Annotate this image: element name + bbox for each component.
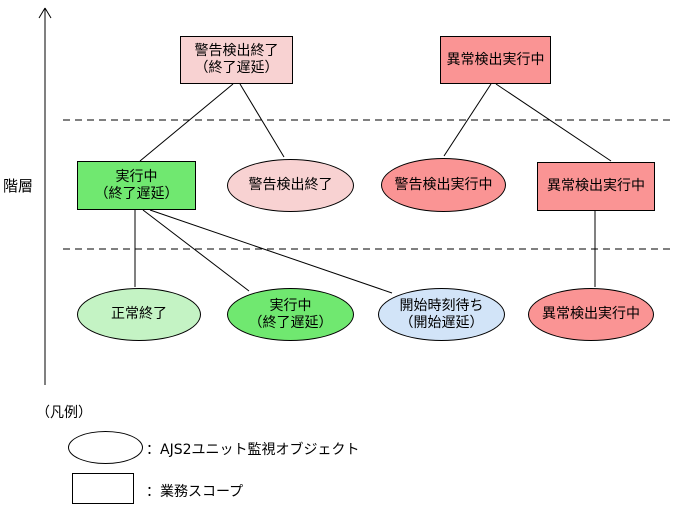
connector-warnendscope-runningscope bbox=[139, 83, 234, 162]
connector-abnormaltop-abnormalmid bbox=[495, 83, 612, 162]
node-label-line1: 異常検出実行中 bbox=[446, 51, 545, 68]
node-label-line1: 開始時刻待ち bbox=[399, 297, 484, 314]
legend-title: （凡例） bbox=[36, 405, 92, 421]
node-normal-end-unit: 正常終了 bbox=[77, 288, 201, 341]
node-label-line1: 警告検出終了 bbox=[248, 177, 333, 193]
connector-abnormaltop-warnrunningunit bbox=[443, 83, 492, 157]
node-running-scope: 実行中 （終了遅延） bbox=[77, 161, 196, 210]
node-abnormal-running-scope-mid: 異常検出実行中 bbox=[537, 162, 655, 211]
connector-runningscope-runningunit bbox=[142, 209, 250, 292]
legend-rect-label: ：業務スコープ bbox=[146, 484, 244, 500]
node-label-line1: 警告検出実行中 bbox=[394, 176, 493, 193]
node-label-line1: 異常検出実行中 bbox=[542, 306, 640, 322]
node-warning-end-unit: 警告検出終了 bbox=[227, 159, 354, 212]
legend-rect-symbol bbox=[72, 473, 134, 504]
node-label-line1: 実行中 bbox=[269, 297, 312, 314]
node-label-line2: （終了遅延） bbox=[248, 314, 333, 331]
node-abnormal-running-unit: 異常検出実行中 bbox=[528, 288, 654, 341]
node-label-line2: （開始遅延） bbox=[399, 314, 484, 331]
legend-ellipse-label: ：AJS2ユニット監視オブジェクト bbox=[146, 442, 360, 458]
node-label-line1: 正常終了 bbox=[111, 306, 167, 322]
node-label-line2: （終了遅延） bbox=[94, 185, 179, 202]
node-warning-running-unit: 警告検出実行中 bbox=[381, 158, 506, 212]
node-label-line1: 警告検出終了 bbox=[194, 43, 279, 59]
node-label-line1: 実行中 bbox=[115, 168, 158, 185]
connector-warnendscope-warnendunit bbox=[239, 83, 285, 158]
node-label-line1: 異常検出実行中 bbox=[547, 178, 645, 194]
legend-ellipse-symbol bbox=[68, 431, 143, 464]
hierarchy-axis-arrowhead bbox=[38, 7, 52, 19]
node-running-unit: 実行中 （終了遅延） bbox=[227, 288, 354, 341]
node-warning-end-scope: 警告検出終了 （終了遅延） bbox=[180, 36, 293, 84]
hierarchy-axis-label: 階層 bbox=[3, 177, 34, 195]
node-abnormal-running-scope-top: 異常検出実行中 bbox=[440, 36, 551, 84]
node-label-line2: （終了遅延） bbox=[194, 60, 279, 76]
node-start-time-waiting-unit: 開始時刻待ち （開始遅延） bbox=[378, 288, 505, 341]
connector-runningscope-waitingunit bbox=[149, 209, 393, 294]
